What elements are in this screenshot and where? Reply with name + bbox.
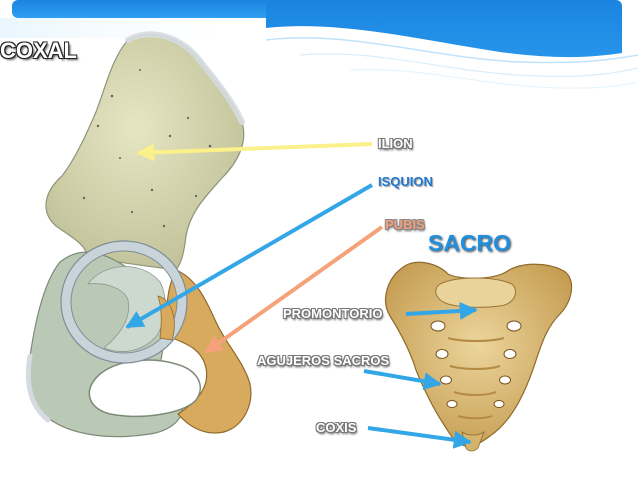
transverse-ridges — [447, 337, 505, 420]
promontorio-label: PROMONTORIO — [283, 306, 383, 321]
sacrum-bone — [385, 261, 573, 452]
agujeros-sacros-label: AGUJEROS SACROS — [257, 353, 390, 368]
acetabulum-rim-edge — [60, 240, 188, 364]
sacro-title: SACRO — [428, 230, 512, 256]
coxal-bone — [25, 31, 252, 438]
ilion-label: ILION — [378, 136, 413, 151]
header-banner — [0, 0, 638, 95]
sacrum-body — [385, 261, 573, 447]
banner-wave-white — [266, 26, 638, 95]
promontorio-arrow — [405, 301, 478, 320]
lunate-surface — [87, 266, 166, 352]
banner-wave-line-3 — [349, 69, 638, 89]
iliac-crest — [125, 31, 245, 125]
coxis-arrow — [367, 426, 472, 449]
sacral-base — [435, 277, 516, 308]
banner-wave-light — [265, 37, 638, 64]
coxis-label: COXIS — [316, 420, 357, 435]
coxal-title: COXAL — [0, 38, 77, 63]
acetabulum-inner-edge — [70, 250, 178, 354]
label-arrows — [125, 142, 478, 449]
agujeros-sacros-arrow — [363, 369, 442, 391]
acetabulum-rim — [61, 241, 187, 363]
banner-left-fade — [0, 18, 266, 38]
isquion-label: ISQUION — [378, 174, 433, 189]
ilion-arrow — [136, 142, 373, 162]
pubis-arrow — [204, 225, 384, 354]
isquion-arrow — [125, 183, 374, 329]
banner-wave-line-2 — [299, 53, 638, 77]
sacral-foramina — [430, 320, 522, 408]
ilion-texture-dots — [82, 69, 212, 228]
pubis-label: PUBIS — [385, 217, 425, 232]
ischial-tuberosity — [25, 353, 51, 423]
